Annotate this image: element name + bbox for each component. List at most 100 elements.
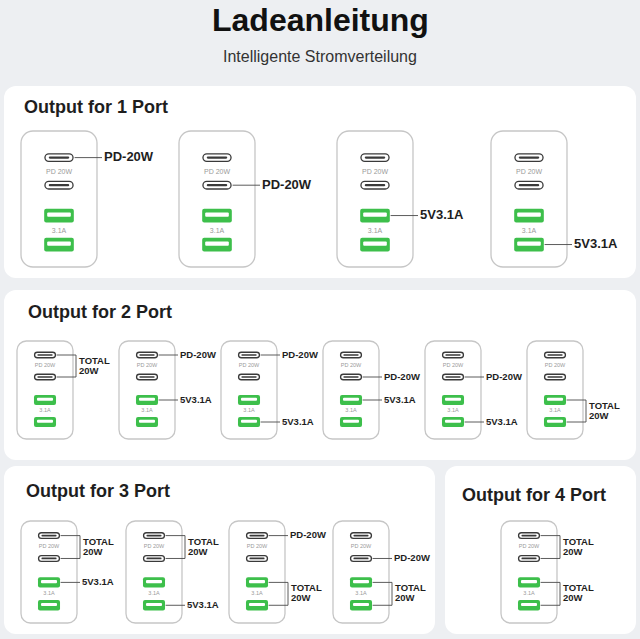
charger-illustration — [526, 340, 584, 440]
leader-line — [80, 536, 81, 559]
usb-c-port — [39, 556, 60, 562]
usb-c-tongue — [41, 558, 56, 560]
usb-a-tongue — [146, 603, 162, 606]
usb-c-tongue — [37, 354, 52, 356]
usb-a-tongue — [205, 242, 229, 246]
leader-line — [545, 244, 572, 245]
leader-line — [560, 582, 561, 605]
leader-line — [288, 582, 289, 605]
port-rating: 3.1A — [20, 227, 98, 234]
usb-c-port — [239, 374, 260, 380]
leader-line — [61, 535, 80, 536]
title-text: Ladeanleitung — [212, 2, 429, 39]
usb-c-tongue — [241, 354, 256, 356]
usb-a-port — [246, 600, 268, 610]
port-rating: 3.1A — [228, 591, 286, 597]
usb-c-tongue — [353, 558, 368, 560]
charger-box: PD 20W3.1A — [336, 130, 414, 268]
leader-line — [76, 355, 77, 377]
usb-a-tongue — [146, 580, 162, 583]
panel-box: Output for 2 PortPD 20W3.1APD 20W3.1APD … — [4, 290, 636, 460]
usb-a-port — [518, 600, 540, 610]
leader-line — [373, 582, 392, 583]
panel-heading: Output for 3 Port — [26, 481, 170, 502]
usb-c-tongue — [365, 156, 385, 158]
port-rating: 3.1A — [336, 227, 414, 234]
usb-c-tongue — [343, 354, 358, 356]
usb-c-tongue — [146, 558, 161, 560]
usb-c-tongue — [241, 376, 256, 378]
port-callout: PD-20W — [180, 350, 216, 360]
usb-c-port — [443, 374, 464, 380]
port-rating: 3.1A — [16, 408, 74, 414]
usb-c-port — [35, 374, 56, 380]
charger-box: PD 20W3.1A — [20, 130, 98, 268]
usb-a-port — [544, 395, 566, 405]
port-rating: PD 20W — [228, 544, 286, 550]
usb-c-tongue — [445, 354, 460, 356]
port-callout: 5V3.1A — [180, 395, 212, 405]
port-callout: TOTAL 20W — [563, 583, 605, 604]
usb-c-tongue — [353, 535, 368, 537]
panel-heading: Output for 2 Port — [28, 302, 172, 323]
port-rating: 3.1A — [118, 408, 176, 414]
usb-c-tongue — [207, 184, 227, 186]
usb-a-port — [350, 577, 372, 587]
port-rating: PD 20W — [490, 168, 568, 175]
usb-c-port — [144, 556, 165, 562]
panel-box: Output for 3 PortPD 20W3.1APD 20W3.1APD … — [4, 466, 435, 634]
usb-c-port — [519, 556, 540, 562]
usb-c-tongue — [49, 184, 69, 186]
charger-housing — [21, 131, 97, 267]
port-rating: PD 20W — [500, 544, 558, 550]
usb-a-tongue — [517, 242, 541, 246]
usb-a-tongue — [343, 398, 359, 401]
leader-line — [269, 535, 288, 536]
port-rating: 3.1A — [332, 591, 390, 597]
charger-illustration — [424, 340, 482, 440]
leader-line — [57, 355, 76, 356]
leader-line — [541, 605, 560, 606]
charger-illustration — [322, 340, 380, 440]
usb-a-port — [238, 417, 260, 427]
usb-c-port — [545, 374, 566, 380]
usb-c-port — [351, 533, 372, 539]
leader-line — [75, 157, 102, 158]
usb-a-port — [34, 395, 56, 405]
usb-c-tongue — [547, 354, 562, 356]
usb-a-port — [143, 577, 165, 587]
port-callout: PD-20W — [104, 150, 153, 164]
charger-illustration — [490, 130, 568, 268]
usb-c-tongue — [521, 558, 536, 560]
usb-c-port — [545, 352, 566, 358]
leader-line — [373, 558, 392, 559]
charger-housing — [333, 521, 389, 623]
usb-c-port — [515, 154, 543, 162]
usb-a-port — [350, 600, 372, 610]
charger-box: PD 20W3.1A — [490, 130, 568, 268]
leader-line — [269, 605, 288, 606]
usb-a-tongue — [547, 398, 563, 401]
charger-housing — [179, 131, 255, 267]
usb-a-tongue — [47, 213, 71, 217]
port-rating: PD 20W — [424, 363, 482, 369]
usb-a-tongue — [517, 213, 541, 217]
leader-line — [363, 400, 382, 401]
usb-a-port — [143, 600, 165, 610]
usb-a-tongue — [343, 420, 359, 423]
usb-c-port — [247, 556, 268, 562]
port-rating: 3.1A — [322, 408, 380, 414]
port-rating: 3.1A — [125, 591, 183, 597]
charger-housing — [17, 341, 73, 439]
port-callout: PD-20W — [262, 178, 311, 192]
port-callout: 5V3.1A — [282, 417, 314, 427]
usb-c-port — [519, 533, 540, 539]
charger-box: PD 20W3.1A — [332, 520, 390, 624]
leader-line — [166, 535, 185, 536]
charger-housing — [221, 341, 277, 439]
usb-c-tongue — [49, 156, 69, 158]
leader-line — [391, 215, 418, 216]
panel-heading: Output for 4 Port — [462, 485, 606, 506]
usb-c-tongue — [139, 376, 154, 378]
